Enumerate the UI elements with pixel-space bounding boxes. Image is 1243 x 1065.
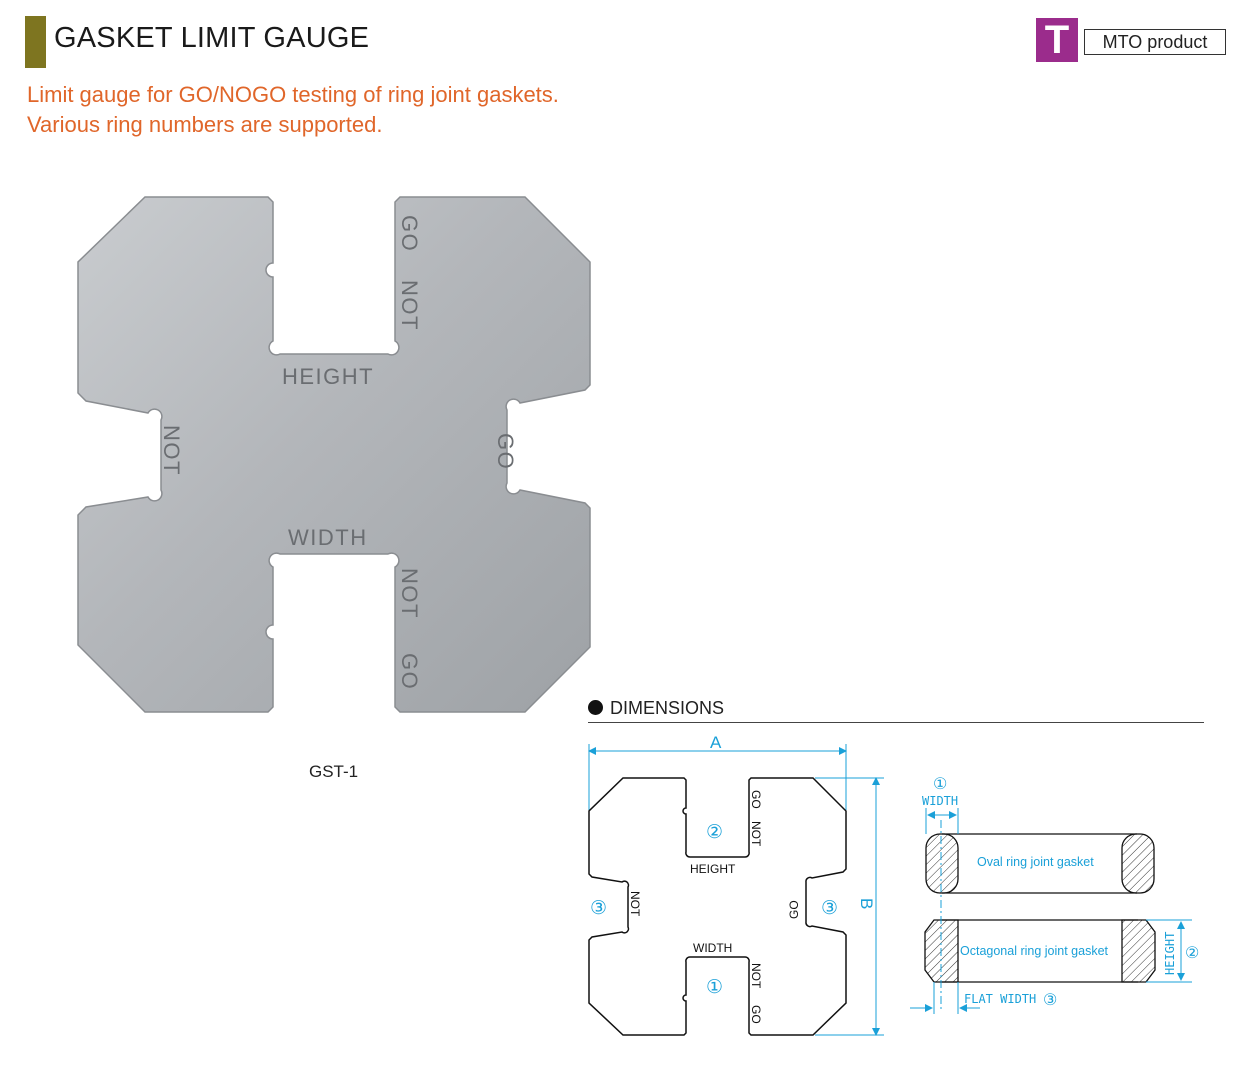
flat-width-label: FLAT WIDTH — [964, 992, 1036, 1006]
diagram-not-left: NOT — [628, 891, 642, 917]
marker-2-gauge: ② — [706, 822, 723, 843]
page-title: GASKET LIMIT GAUGE — [54, 22, 370, 54]
product-photo: GO NOT HEIGHT NOT GO WIDTH NOT GO — [77, 196, 591, 713]
diagram-width: WIDTH — [693, 941, 732, 955]
title-accent-bar — [25, 16, 46, 68]
gasket-marker-3: ③ — [1043, 992, 1057, 1009]
t-badge-icon: T — [1036, 18, 1078, 62]
engraving-width: WIDTH — [288, 525, 368, 550]
gauge-outline — [588, 777, 847, 1036]
dimensions-heading-text: DIMENSIONS — [610, 698, 725, 718]
gasket-width-label: WIDTH — [922, 794, 958, 808]
dim-a-label: A — [710, 733, 722, 752]
diagram-not-bottom: NOT — [749, 963, 763, 989]
diagram-height: HEIGHT — [690, 862, 736, 876]
engraving-height: HEIGHT — [282, 364, 374, 389]
marker-1-gauge: ① — [706, 977, 723, 998]
diagram-go-bottom: GO — [749, 1005, 763, 1024]
gasket-marker-1: ① — [933, 776, 947, 793]
oval-gasket-label: Oval ring joint gasket — [977, 855, 1094, 869]
dimensions-heading: DIMENSIONS — [588, 698, 724, 719]
gasket-height-label: HEIGHT — [1163, 932, 1177, 975]
engraving-not-top: NOT — [397, 280, 422, 331]
diagram-go-right: GO — [787, 900, 801, 919]
gasket-marker-2: ② — [1185, 945, 1199, 962]
engraving-not-left: NOT — [159, 425, 184, 476]
engraving-go-right: GO — [493, 433, 518, 470]
dim-b-label: B — [857, 898, 876, 909]
divider — [588, 722, 1204, 723]
bullet-icon — [588, 700, 603, 715]
engraving-go-bottom: GO — [397, 653, 422, 690]
dimensions-diagram: A B GO NOT HEIGHT NOT GO WIDTH NOT GO ② … — [588, 733, 1199, 1036]
model-caption: GST-1 — [309, 762, 359, 781]
diagram-not-top: NOT — [749, 821, 763, 847]
description-line-1: Limit gauge for GO/NOGO testing of ring … — [27, 82, 559, 107]
octagonal-gasket-label: Octagonal ring joint gasket — [960, 944, 1109, 958]
mto-product-badge: MTO product — [1084, 29, 1226, 55]
octagonal-gasket-drawing: Octagonal ring joint gasket — [924, 919, 1156, 983]
marker-3-right: ③ — [821, 898, 838, 919]
engraving-not-bottom: NOT — [397, 568, 422, 619]
oval-gasket-drawing: Oval ring joint gasket — [925, 833, 1155, 894]
engraving-go-top: GO — [397, 215, 422, 252]
diagram-go-top: GO — [749, 790, 763, 809]
description-line-2: Various ring numbers are supported. — [27, 112, 383, 137]
marker-3-left: ③ — [590, 898, 607, 919]
gauge-plate — [77, 196, 591, 713]
